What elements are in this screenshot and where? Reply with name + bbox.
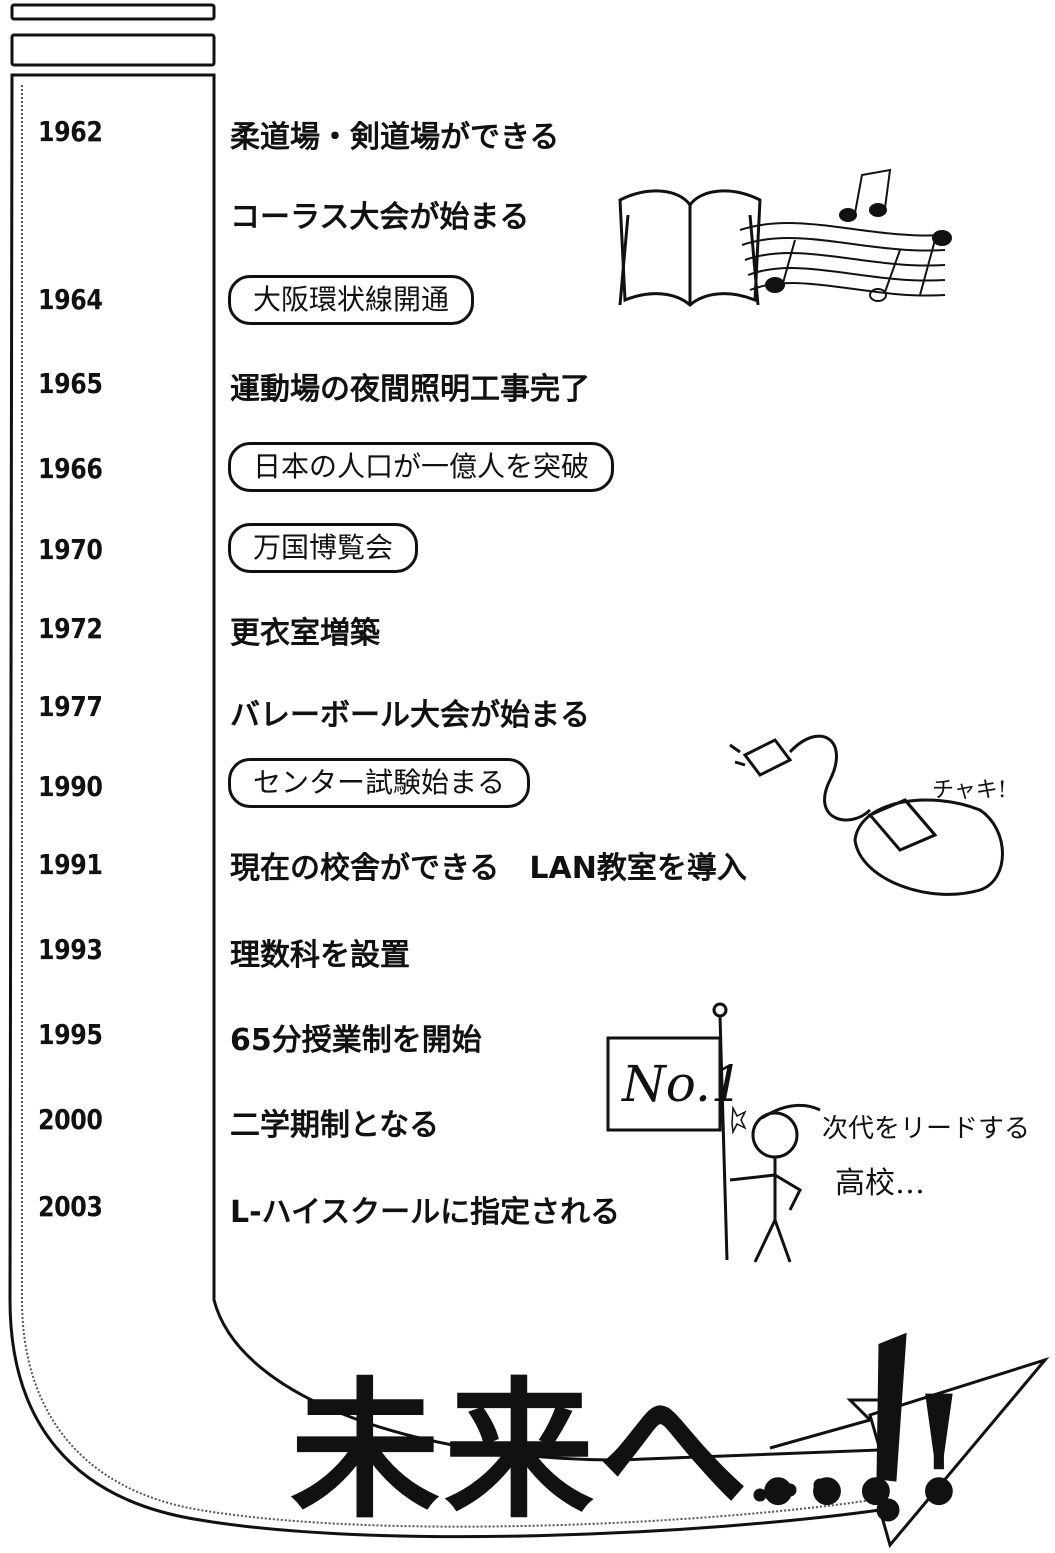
year-label: 1991: [38, 848, 103, 881]
mouse-plug-icon: [729, 734, 1004, 896]
event-bubble: センター試験始まる: [228, 758, 531, 808]
event-label: 二学期制となる: [230, 1108, 440, 1143]
future-arrow-icon: [753, 1332, 907, 1522]
open-book-icon: [618, 189, 762, 307]
year-label: 1977: [38, 690, 103, 723]
year-label: 1995: [38, 1018, 103, 1051]
event-bubble: 日本の人口が一億人を突破: [228, 442, 615, 492]
year-label: 2003: [38, 1190, 103, 1223]
event-label: バレーボール大会が始まる: [230, 698, 590, 733]
year-label: 1970: [38, 533, 103, 566]
event-label: 理数科を設置: [230, 938, 410, 973]
event-label: 現在の校舎ができる LAN教室を導入: [230, 851, 747, 886]
event-bubble: 万国博覧会: [228, 523, 419, 573]
flag-person-icon: [606, 1002, 821, 1263]
year-label: 1965: [38, 367, 103, 400]
event-label: 65分授業制を開始: [230, 1023, 482, 1058]
year-label: 1972: [38, 612, 103, 645]
event-bubble: 大阪環状線開通: [228, 275, 475, 325]
year-label: 1964: [38, 283, 103, 316]
year-label: 1966: [38, 452, 103, 485]
scroll-top-caps: [10, 3, 216, 67]
year-label: 1993: [38, 933, 103, 966]
event-label: コーラス大会が始まる: [230, 200, 530, 235]
event-label: 更衣室増築: [230, 616, 380, 651]
person-caption-line2: 高校…: [835, 1166, 925, 1201]
event-label: 柔道場・剣道場ができる: [230, 120, 560, 155]
year-label: 2000: [38, 1103, 103, 1136]
future-text: 未来へ…!: [290, 1363, 976, 1539]
mouse-caption: チャキ!: [932, 778, 1007, 803]
event-label: L-ハイスクールに指定される: [230, 1195, 621, 1230]
person-caption-line1: 次代をリードする: [822, 1114, 1031, 1144]
music-notes-icon: [739, 168, 952, 302]
j-band-inner-line: [21, 85, 873, 1528]
year-label: 1990: [38, 770, 103, 803]
j-band: [8, 73, 1050, 1549]
flag-text: No.1: [622, 1055, 743, 1113]
year-label: 1962: [38, 115, 103, 148]
event-label: 運動場の夜間照明工事完了: [230, 372, 590, 407]
